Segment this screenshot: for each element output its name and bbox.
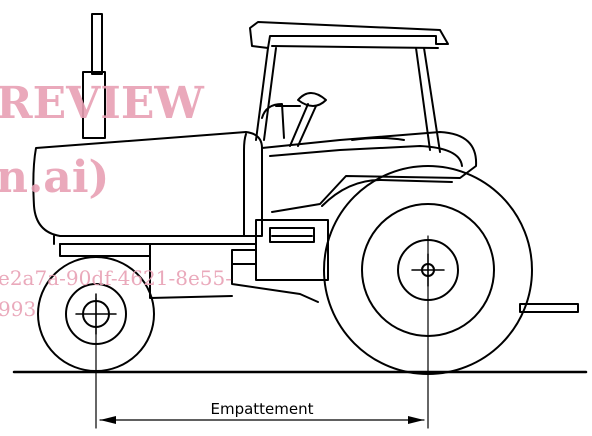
rear-fender xyxy=(261,131,478,213)
watermark-line4: 993 xyxy=(0,297,36,321)
hood xyxy=(32,131,263,245)
watermark-line2: n.ai) xyxy=(0,152,109,203)
chassis xyxy=(59,219,329,303)
cab xyxy=(249,21,449,153)
steering-wheel xyxy=(289,92,327,147)
dimension-extension-lines xyxy=(95,235,429,429)
watermark-line3: e2a7a-90df-4621-8e55- xyxy=(0,266,232,290)
wheelbase-dimension-line xyxy=(99,416,425,424)
watermark: REVIEW n.ai) e2a7a-90df-4621-8e55- 993 xyxy=(0,78,232,321)
drawbar xyxy=(519,303,579,313)
seat xyxy=(261,103,285,139)
watermark-line1: REVIEW xyxy=(0,78,204,129)
wheelbase-label: Empattement xyxy=(210,400,313,418)
exhaust-stack xyxy=(82,13,106,139)
